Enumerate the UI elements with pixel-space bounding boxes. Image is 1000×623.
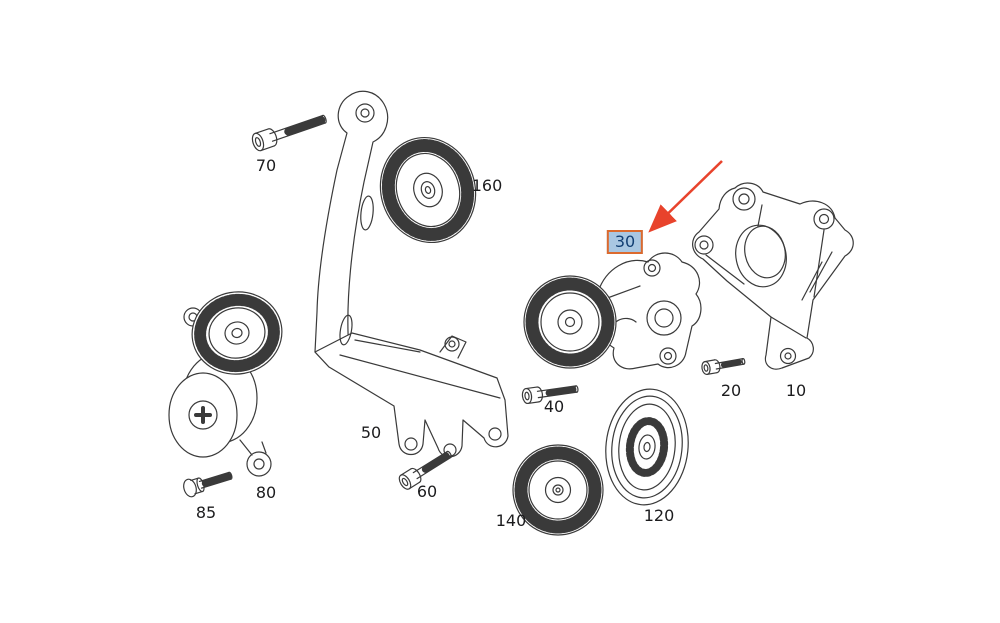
part-label-40[interactable]: 40 xyxy=(543,397,565,416)
part-label-140[interactable]: 140 xyxy=(495,511,527,530)
part-label-50[interactable]: 50 xyxy=(360,423,382,442)
part-drawing-bolt-40 xyxy=(521,385,579,405)
part-drawing-bracket-10 xyxy=(692,182,854,370)
part-drawing-tensioner-30 xyxy=(523,252,702,370)
part-drawing-pulley-140 xyxy=(512,444,604,536)
part-drawing-bolt-60 xyxy=(398,450,452,490)
part-drawing-bolt-70 xyxy=(251,114,327,152)
selection-arrow xyxy=(648,160,723,233)
part-label-60[interactable]: 60 xyxy=(416,482,438,501)
part-label-80[interactable]: 80 xyxy=(255,483,277,502)
part-label-20[interactable]: 20 xyxy=(720,381,742,400)
part-label-70[interactable]: 70 xyxy=(255,156,277,175)
part-drawing-bracket-50 xyxy=(314,90,509,458)
part-label-120[interactable]: 120 xyxy=(643,506,675,525)
part-label-30-selected[interactable]: 30 xyxy=(606,230,644,254)
part-drawing-bolt-20 xyxy=(701,358,746,376)
part-drawing-pulley-120 xyxy=(605,388,689,506)
part-drawing-pulley-160 xyxy=(379,136,477,244)
part-drawing-tensioner-80 xyxy=(168,291,283,477)
part-label-10[interactable]: 10 xyxy=(785,381,807,400)
part-label-85[interactable]: 85 xyxy=(195,503,217,522)
part-drawing-bolt-85 xyxy=(183,471,233,498)
part-label-160[interactable]: 160 xyxy=(471,176,503,195)
